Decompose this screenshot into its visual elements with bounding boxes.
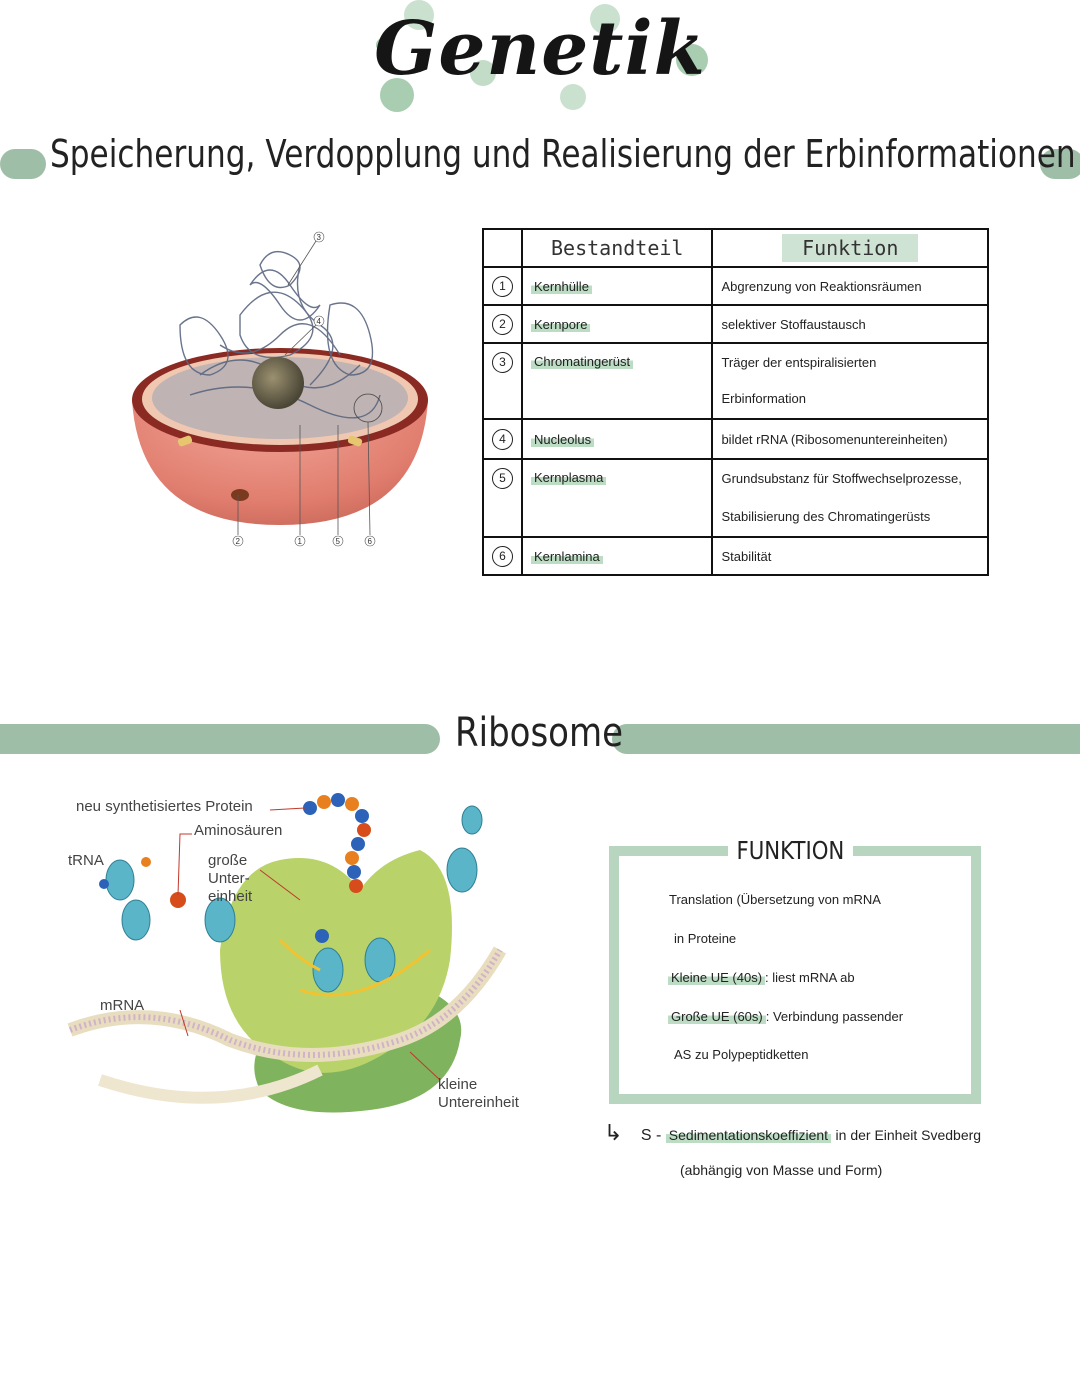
component-function: Stabilität <box>711 536 989 576</box>
cell-nucleus-illustration: 3 4 2 1 5 6 <box>132 231 428 547</box>
ribosome-bar-right <box>612 724 1080 754</box>
decor-dot <box>376 38 390 52</box>
return-arrow-icon: ↳ <box>604 1120 623 1145</box>
note-line-2: (abhängig von Masse und Form) <box>680 1162 883 1178</box>
subtitle-bar-right <box>1040 149 1080 179</box>
large-subunit-term: Große UE (60s) <box>668 1009 766 1024</box>
label-trna: tRNA <box>68 852 104 869</box>
component-function: Grundsubstanz für Stoffwechselprozesse, <box>721 471 962 486</box>
small-subunit-term: Kleine UE (40s) <box>668 970 766 985</box>
label-large-subunit-3: einheit <box>208 888 253 905</box>
page-subtitle: Speicherung, Verdopplung und Realisierun… <box>50 132 1076 176</box>
label-new-protein: neu synthetisiertes Protein <box>76 798 253 815</box>
decor-dot <box>404 0 434 30</box>
component-name: Nucleolus <box>531 431 595 447</box>
funktion-line-5: AS zu Polypeptidketten <box>674 1047 809 1062</box>
row-number: 4 <box>492 428 513 450</box>
table-row: 1 Kernhülle Abgrenzung von Reaktionsräum… <box>482 266 989 306</box>
decor-dot <box>470 60 496 86</box>
funktion-line-1: Translation (Übersetzung von mRNA <box>669 892 881 907</box>
component-function: selektiver Stoffaustausch <box>711 304 989 344</box>
funktion-box-title: FUNKTION <box>728 836 853 865</box>
callout-5: 5 <box>336 537 341 546</box>
component-name: Kernpore <box>531 316 591 332</box>
callout-1: 1 <box>298 537 303 546</box>
table-header-function: Funktion <box>711 228 989 268</box>
label-amino-acids: Aminosäuren <box>194 822 283 839</box>
page-title: Genetik <box>374 6 706 92</box>
table-row: 2 Kernpore selektiver Stoffaustausch <box>482 304 989 344</box>
component-name: Kernhülle <box>531 278 592 294</box>
table-row: 4 Nucleolus bildet rRNA (Ribosomenuntere… <box>482 418 989 460</box>
label-small-subunit-2: Untereinheit <box>438 1094 519 1111</box>
callout-2: 2 <box>236 537 241 546</box>
component-function-cont: Erbinformation <box>721 391 806 406</box>
label-large-subunit-2: Unter- <box>208 870 250 887</box>
row-number: 2 <box>492 313 513 335</box>
label-small-subunit-1: kleine <box>438 1076 478 1093</box>
ribosome-bar-left <box>0 724 440 754</box>
component-function: bildet rRNA (Ribosomenuntereinheiten) <box>711 418 989 460</box>
funktion-line-2: in Proteine <box>674 931 737 946</box>
decor-dot <box>380 78 414 112</box>
ribosome-section-title: Ribosome <box>455 710 624 756</box>
component-function: Abgrenzung von Reaktionsräumen <box>711 266 989 306</box>
component-name: Kernlamina <box>531 548 603 564</box>
funktion-line-3: Kleine UE (40s): liest mRNA ab <box>668 970 855 985</box>
nucleus-components-table: Bestandteil Funktion 1 Kernhülle Abgrenz… <box>482 228 989 576</box>
component-function-cont: Stabilisierung des Chromatingerüsts <box>721 509 931 524</box>
row-number: 1 <box>492 275 513 297</box>
label-large-subunit-1: große <box>208 852 248 869</box>
decor-dot <box>676 44 708 76</box>
row-number: 3 <box>492 352 513 373</box>
callout-6: 6 <box>368 537 373 546</box>
decor-dot <box>590 4 620 34</box>
callout-4: 4 <box>317 317 322 326</box>
table-header-component: Bestandteil <box>520 228 714 268</box>
subtitle-bar-left <box>0 149 46 179</box>
funktion-line-4: Große UE (60s): Verbindung passender <box>668 1009 903 1024</box>
table-row: 5 Kernplasma Grundsubstanz für Stoffwech… <box>482 458 989 538</box>
component-name: Chromatingerüst <box>531 354 634 369</box>
decor-dot <box>560 84 586 110</box>
callout-3: 3 <box>317 233 322 242</box>
ribosome-illustration <box>67 793 507 1113</box>
row-number: 5 <box>492 468 513 489</box>
component-function: Träger der entspiralisierten <box>721 355 877 370</box>
table-header-row: Bestandteil Funktion <box>482 228 989 268</box>
sedimentation-term: Sedimentationskoeffizient <box>665 1127 832 1143</box>
component-name: Kernplasma <box>531 470 607 485</box>
table-row: 3 Chromatingerüst Träger der entspiralis… <box>482 342 989 420</box>
note-line-1: ↳ S - Sedimentationskoeffizient in der E… <box>604 1120 982 1145</box>
label-mrna: mRNA <box>100 997 145 1014</box>
row-number: 6 <box>492 545 513 567</box>
table-row: 6 Kernlamina Stabilität <box>482 536 989 576</box>
table-header-num <box>482 228 523 268</box>
